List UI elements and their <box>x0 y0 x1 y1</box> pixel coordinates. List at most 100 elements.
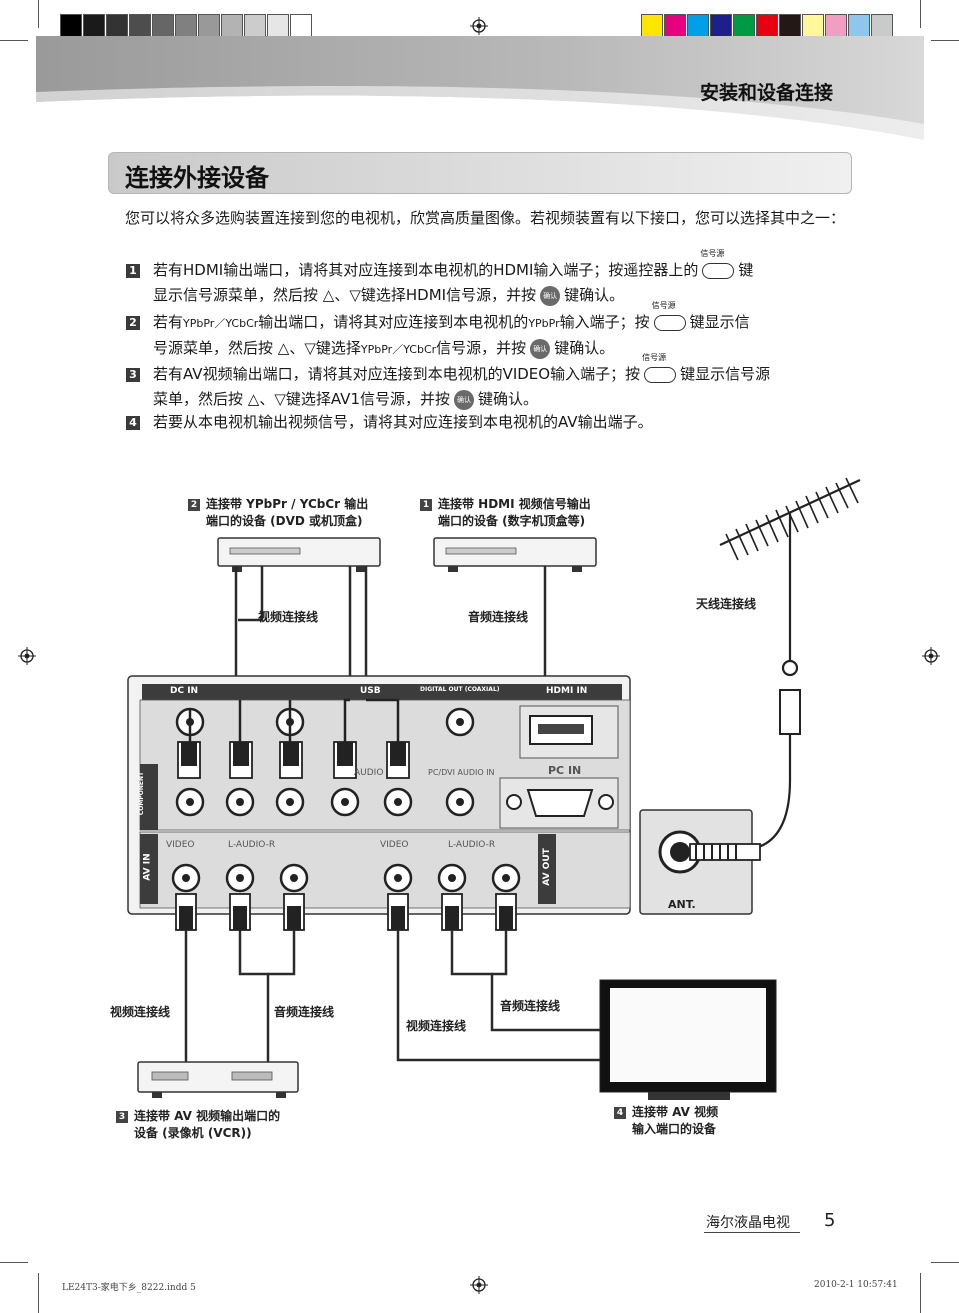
crop-mark <box>0 1262 28 1263</box>
set-top-box-icon <box>433 537 597 572</box>
video-out-label: VIDEO <box>380 840 409 850</box>
device-label-line: 连接带 HDMI 视频信号输出 <box>438 497 591 511</box>
source-button-icon: 信号源 <box>642 353 677 383</box>
device-label-line: 连接带 AV 视频 <box>632 1105 719 1119</box>
item-4: 若要从本电视机输出视频信号，请将其对应连接到本电视机的AV输出端子。 <box>153 410 853 435</box>
source-button-label: 信号源 <box>642 352 667 362</box>
item-text: 键选择AV1信号源，并按 <box>285 390 450 408</box>
device-label-line: 连接带 AV 视频输出端口的 <box>134 1109 281 1123</box>
ant-label: ANT. <box>668 898 696 911</box>
item-3: 若有AV视频输出端口，请将其对应连接到本电视机的VIDEO输入端子；按信号源键显… <box>153 353 853 412</box>
color-swatch <box>802 14 824 38</box>
item-1: 若有HDMI输出端口，请将其对应连接到本电视机的HDMI输入端子；按遥控器上的信… <box>153 249 853 308</box>
dvd-player-icon <box>217 537 381 572</box>
color-swatch <box>290 14 312 38</box>
item-number: 3 <box>126 368 140 382</box>
color-swatch <box>60 14 82 38</box>
item-text: 号源菜单，然后按 <box>153 339 274 357</box>
arrow-keys-icon: △、▽ <box>247 390 286 408</box>
intro-text: 您可以将众多选购装置连接到您的电视机，欣赏高质量图像。若视频装置有以下接口，您可… <box>125 209 846 227</box>
crop-mark <box>931 40 959 41</box>
color-swatch <box>641 14 663 38</box>
digital-out-label: DIGITAL OUT (COAXIAL) <box>420 686 500 693</box>
ok-button-icon: 确认 <box>530 338 551 359</box>
color-swatch <box>687 14 709 38</box>
color-swatch <box>871 14 893 38</box>
antenna-icon <box>700 477 861 852</box>
item-text: 信号源，并按 <box>436 339 527 357</box>
source-button-label: 信号源 <box>651 300 676 310</box>
crop-mark <box>920 0 921 28</box>
registration-mark-icon <box>470 1276 488 1294</box>
audio-out-label: L-AUDIO-R <box>448 840 496 850</box>
pc-in-label: PC IN <box>548 764 582 777</box>
color-swatch-strip <box>641 14 899 38</box>
header-band <box>36 36 924 140</box>
audio-cable-label: 音频连接线 <box>500 999 561 1013</box>
audio-label: AUDIO <box>354 768 384 778</box>
registration-mark-icon <box>18 647 36 665</box>
color-swatch <box>198 14 220 38</box>
grey-swatch-strip <box>60 14 316 38</box>
audio-in-label: L-AUDIO-R <box>228 840 276 850</box>
color-swatch <box>710 14 732 38</box>
item-text: 若有HDMI输出端口，请将其对应连接到本电视机的HDMI输入端子；按遥控器上的 <box>153 261 699 279</box>
item-text: 显示信号源菜单，然后按 <box>153 286 319 304</box>
crop-mark <box>931 1262 959 1263</box>
item-text: 键显示信 <box>689 313 750 331</box>
device-label-line: 输入端口的设备 <box>632 1122 717 1136</box>
arrow-keys-icon: △、▽ <box>277 339 316 357</box>
vcr-icon <box>137 1061 299 1098</box>
antenna-cable-label: 天线连接线 <box>696 597 757 611</box>
page-title: 连接外接设备 <box>125 164 269 192</box>
page-number: 5 <box>824 1210 836 1231</box>
item-text: 输入端子；按 <box>559 313 650 331</box>
connection-diagram <box>127 477 861 1100</box>
color-swatch <box>733 14 755 38</box>
source-button-icon: 信号源 <box>700 249 735 279</box>
item-text: 键确认。 <box>477 390 538 408</box>
color-swatch <box>664 14 686 38</box>
item-text: 若要从本电视机输出视频信号，请将其对应连接到本电视机的AV输出端子。 <box>153 413 653 431</box>
item-text: 键选择 <box>315 339 361 357</box>
device-label-line: 设备 (录像机 (VCR)) <box>134 1126 252 1140</box>
ypbpr-label: YPbPr <box>528 317 560 330</box>
video-cable-label: 视频连接线 <box>110 1005 171 1019</box>
item-2: 若有YPbPr／YCbCr输出端口，请将其对应连接到本电视机的YPbPr输入端子… <box>153 301 853 362</box>
tv-rear-panel <box>127 675 631 915</box>
crop-mark <box>0 40 28 41</box>
pc-dvi-audio-label: PC/DVI AUDIO IN <box>428 768 495 777</box>
device-number: 2 <box>188 498 200 511</box>
color-swatch <box>152 14 174 38</box>
device-number: 3 <box>116 1110 128 1123</box>
item-number: 2 <box>126 316 140 330</box>
color-swatch <box>267 14 289 38</box>
item-text: 键确认。 <box>554 339 615 357</box>
registration-mark-icon <box>470 17 488 35</box>
footer-underline <box>704 1232 800 1233</box>
color-swatch <box>244 14 266 38</box>
device-label-line: 连接带 YPbPr / YCbCr 输出 <box>206 497 369 511</box>
item-text: 若有AV视频输出端口，请将其对应连接到本电视机的VIDEO输入端子；按 <box>153 365 641 383</box>
device-1-label: 1 连接带 HDMI 视频信号输出 端口的设备 (数字机顶盒等) <box>420 496 591 530</box>
ypbpr-label: YPbPr／YCbCr <box>183 317 259 330</box>
item-text: 菜单，然后按 <box>153 390 244 408</box>
device-label-line: 端口的设备 (数字机顶盒等) <box>438 514 586 528</box>
item-text: 键选择HDMI信号源，并按 <box>360 286 537 304</box>
av-out-label: AV OUT <box>541 848 552 886</box>
ok-button-icon: 确认 <box>453 389 474 410</box>
color-swatch <box>756 14 778 38</box>
color-swatch <box>825 14 847 38</box>
antenna-input-box <box>639 809 761 915</box>
audio-cable-label: 音频连接线 <box>468 610 529 624</box>
registration-mark-icon <box>922 647 940 665</box>
hdmi-in-label: HDMI IN <box>546 686 588 696</box>
tv-monitor-icon <box>599 979 777 1100</box>
ok-button-icon: 确认 <box>540 285 561 306</box>
item-text: 键确认。 <box>564 286 625 304</box>
device-number: 1 <box>420 498 432 511</box>
usb-label: USB <box>360 686 381 696</box>
color-swatch <box>175 14 197 38</box>
